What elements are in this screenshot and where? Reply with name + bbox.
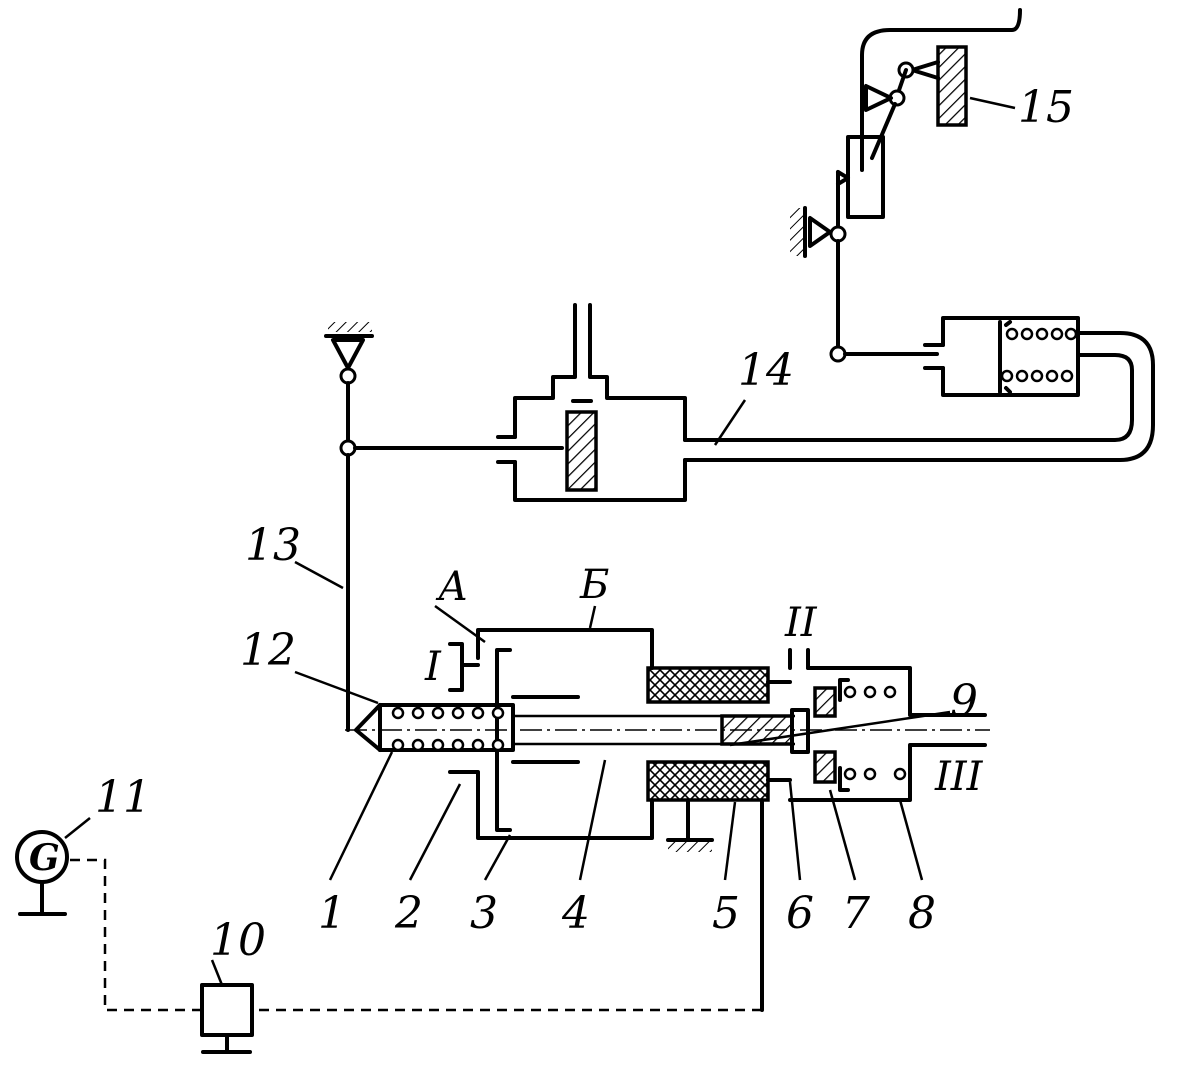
- label-6: 6: [786, 888, 814, 939]
- middle-cylinder: [496, 303, 687, 502]
- label-4: 4: [561, 888, 590, 939]
- label-2: 2: [394, 888, 423, 939]
- control-weight-15: [936, 45, 968, 127]
- pipeline-14: [683, 331, 1155, 462]
- labels: 15 14 13 12 11 10 9 1 2 3 4 5 6 7 8 А Б …: [29, 82, 1074, 966]
- label-8: 8: [908, 888, 936, 939]
- servo-cylinder-right: [923, 316, 1080, 397]
- rod-armature-9: [720, 714, 794, 746]
- lever-13: [294, 322, 564, 732]
- generator-symbol: G: [29, 837, 60, 879]
- leader-lines: [64, 96, 1016, 986]
- label-13: 13: [245, 520, 301, 571]
- label-11: 11: [95, 772, 151, 823]
- label-chamber-a: А: [435, 564, 468, 610]
- label-port-iii: III: [934, 754, 984, 800]
- electrical-circuit: [15, 798, 764, 1054]
- label-chamber-b: Б: [579, 562, 609, 608]
- label-10: 10: [210, 915, 266, 966]
- label-5: 5: [712, 888, 740, 939]
- label-1: 1: [318, 888, 346, 939]
- middle-piston: [565, 410, 598, 492]
- label-14: 14: [738, 345, 794, 396]
- valve-7-lower: [813, 750, 837, 784]
- valve-7-upper: [813, 686, 837, 718]
- label-12: 12: [240, 625, 296, 676]
- solenoid-coil-5: [646, 666, 770, 704]
- label-port-ii: II: [784, 600, 818, 646]
- label-15: 15: [1018, 82, 1074, 133]
- label-port-i: I: [424, 644, 442, 690]
- label-3: 3: [470, 888, 498, 939]
- label-9: 9: [950, 676, 978, 727]
- main-assembly: [345, 628, 990, 852]
- controller-10: [200, 983, 254, 1037]
- label-7: 7: [842, 888, 870, 939]
- control-linkage: [790, 8, 1022, 363]
